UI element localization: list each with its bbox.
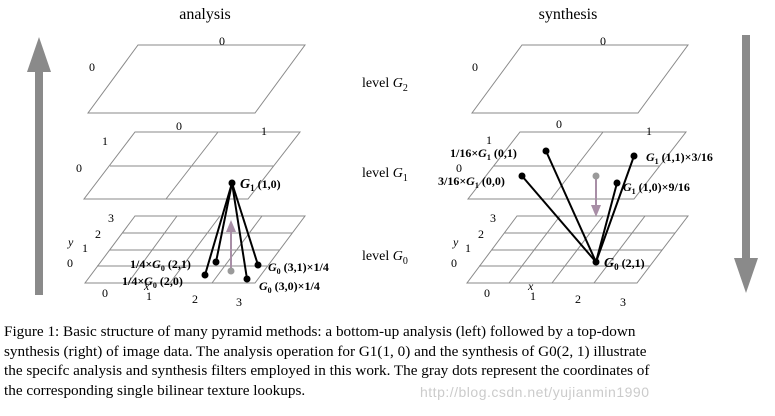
svg-text:1: 1	[530, 289, 536, 303]
caption-line-1: Figure 1: Basic structure of many pyrami…	[4, 323, 636, 340]
synthesis-filter-lines	[521, 150, 635, 263]
synthesis-dots	[518, 147, 638, 266]
analysis-grid-labels: 0 0 0 1 1 0 3 2 1 0 y 0 1 2 3 x	[67, 34, 267, 309]
synthesis-grid-labels: 0 0 0 1 1 0 3 2 1 0 y 0 1 2 3 x	[451, 34, 652, 309]
caption-line-2: synthesis (right) of image data. The ana…	[4, 342, 647, 360]
svg-text:3: 3	[236, 295, 242, 309]
svg-text:0: 0	[600, 34, 606, 48]
svg-text:x: x	[143, 279, 150, 293]
synthesis-plane-g1	[466, 131, 688, 200]
level-g1-label: level G1	[362, 166, 408, 184]
svg-text:0: 0	[76, 161, 82, 175]
analysis-lookup-arrow	[226, 220, 236, 275]
svg-text:0: 0	[67, 256, 73, 270]
analysis-plane-g0	[84, 215, 306, 284]
svg-text:1: 1	[646, 124, 652, 138]
synthesis-plane-g0	[466, 215, 690, 284]
analysis-w31-label: G0 (3,1)×1/4	[268, 260, 329, 276]
analysis-w20-label: 1/4×G0 (2,0)	[122, 274, 183, 290]
svg-text:0: 0	[176, 119, 182, 133]
analysis-filter-lines	[204, 182, 259, 280]
synthesis-s11-label: G1 (1,1)×3/16	[646, 150, 713, 166]
svg-text:2: 2	[95, 227, 101, 241]
svg-text:0: 0	[219, 34, 225, 48]
svg-text:3: 3	[490, 211, 496, 225]
svg-text:1: 1	[82, 241, 88, 255]
level-g2-label: level G2	[362, 76, 408, 94]
synthesis-target-label: G0 (2,1)	[604, 256, 645, 272]
svg-text:0: 0	[472, 60, 478, 74]
svg-text:x: x	[527, 279, 534, 293]
synthesis-title: synthesis	[539, 6, 598, 23]
svg-text:1: 1	[261, 124, 267, 138]
svg-text:1: 1	[465, 241, 471, 255]
analysis-title: analysis	[179, 6, 231, 23]
analysis-target-label: G1 (1,0)	[240, 177, 281, 193]
synthesis-plane-g2	[471, 44, 689, 114]
svg-text:0: 0	[556, 117, 562, 131]
figure-caption: Figure 1: Basic structure of many pyrami…	[4, 322, 770, 400]
synthesis-s01-label: 1/16×G1 (0,1)	[450, 146, 517, 162]
analysis-w30-label: G0 (3,0)×1/4	[259, 279, 320, 295]
watermark: http://blog.csdn.net/yujianmin1990	[420, 384, 650, 400]
analysis-dots	[201, 179, 262, 283]
svg-text:1: 1	[486, 133, 492, 147]
svg-text:y: y	[452, 235, 459, 249]
level-g0-label: level G0	[362, 249, 408, 267]
synthesis-s10-label: G1 (1,0)×9/16	[623, 180, 690, 196]
svg-text:0: 0	[102, 286, 108, 300]
analysis-plane-g1	[82, 131, 302, 200]
down-arrow-icon	[734, 35, 758, 293]
svg-text:0: 0	[484, 286, 490, 300]
svg-text:0: 0	[89, 60, 95, 74]
up-arrow-icon	[27, 37, 51, 295]
analysis-plane-g2	[87, 44, 306, 114]
svg-text:2: 2	[478, 227, 484, 241]
synthesis-lookup-arrow	[591, 172, 601, 217]
caption-line-4: the corresponding single bilinear textur…	[4, 381, 306, 399]
analysis-w21-label: 1/4×G0 (2,1)	[130, 257, 191, 273]
svg-text:1: 1	[102, 134, 108, 148]
synthesis-s00-label: 3/16×G1 (0,0)	[438, 174, 505, 190]
svg-text:3: 3	[108, 211, 114, 225]
svg-text:1: 1	[146, 289, 152, 303]
svg-text:0: 0	[456, 161, 462, 175]
svg-text:2: 2	[192, 292, 198, 306]
svg-text:y: y	[67, 235, 74, 249]
svg-text:0: 0	[451, 256, 457, 270]
caption-line-3: the specifc analysis and synthesis filte…	[4, 362, 650, 380]
svg-text:3: 3	[620, 295, 626, 309]
svg-text:2: 2	[575, 292, 581, 306]
